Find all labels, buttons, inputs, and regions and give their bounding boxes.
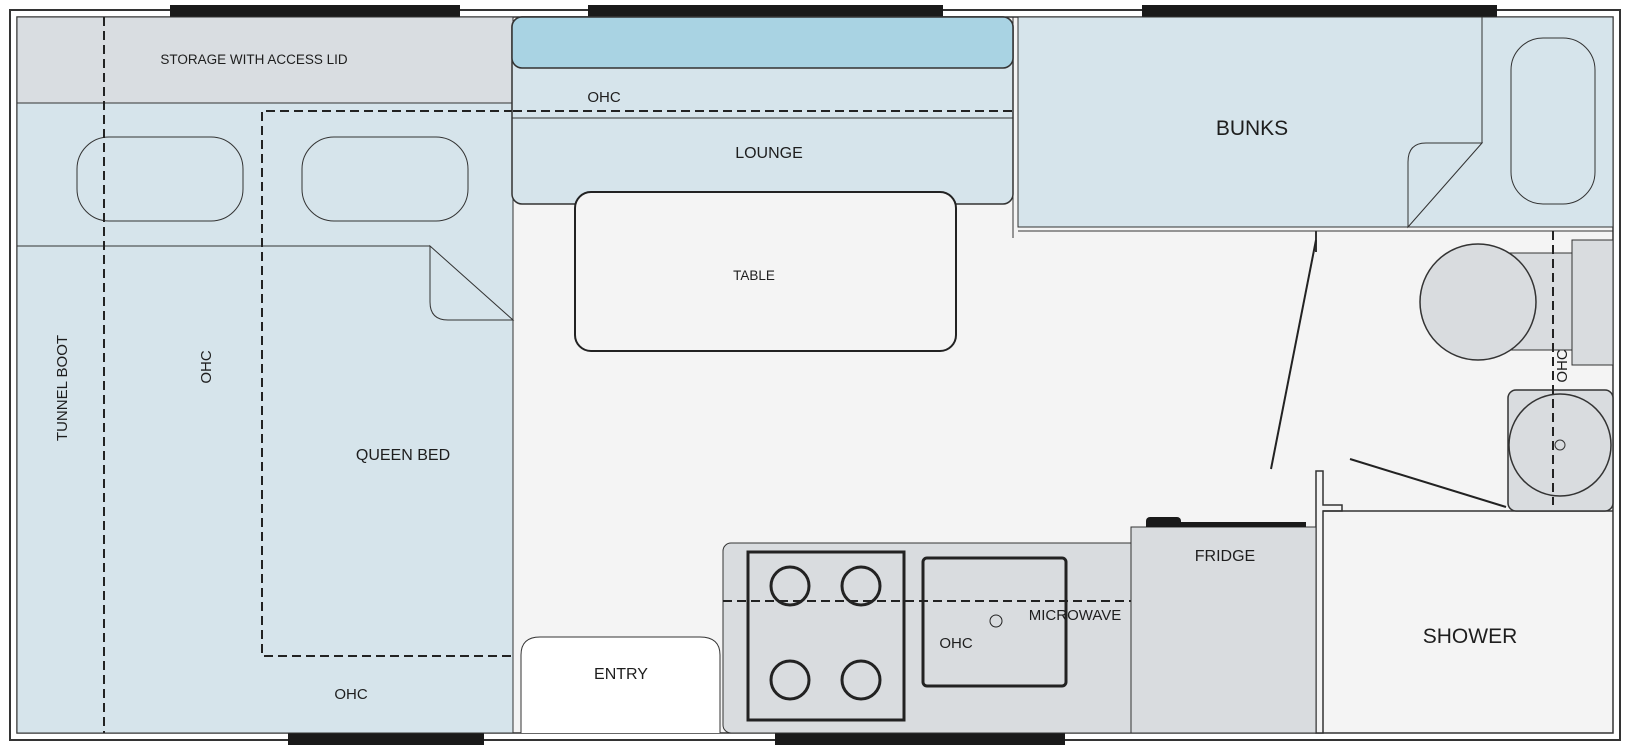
fridge-door-seal bbox=[1146, 522, 1306, 527]
burner bbox=[840, 659, 882, 701]
tunnel-boot-label: TUNNEL BOOT bbox=[54, 335, 71, 441]
fridge-label: FRIDGE bbox=[1195, 548, 1255, 565]
ohc-label: OHC bbox=[198, 350, 215, 384]
table bbox=[574, 191, 957, 352]
pillow bbox=[301, 136, 469, 222]
lounge-label: LOUNGE bbox=[735, 145, 803, 162]
toilet-cistern bbox=[1571, 239, 1614, 366]
entry-label: ENTRY bbox=[594, 666, 648, 683]
queen-bed-label: QUEEN BED bbox=[356, 447, 450, 464]
toilet-bowl bbox=[1419, 243, 1537, 361]
storage-label: STORAGE WITH ACCESS LID bbox=[160, 52, 348, 67]
microwave-label: MICROWAVE bbox=[1029, 607, 1122, 624]
burner bbox=[840, 565, 882, 607]
window bbox=[170, 5, 460, 18]
burner bbox=[769, 565, 811, 607]
table-label: TABLE bbox=[733, 268, 775, 283]
bed-corner-fold bbox=[429, 244, 515, 321]
burner bbox=[769, 659, 811, 701]
sink bbox=[921, 556, 1068, 688]
ohc-label: OHC bbox=[334, 686, 368, 703]
entry-door bbox=[520, 636, 721, 733]
cooktop bbox=[746, 550, 906, 722]
bathroom-door-swing bbox=[1270, 239, 1317, 470]
ohc-label: OHC bbox=[587, 89, 621, 106]
storage-area bbox=[16, 16, 514, 104]
ohc-label: OHC bbox=[1554, 349, 1571, 383]
pillow bbox=[76, 136, 244, 222]
pillow bbox=[1510, 37, 1596, 205]
ohc-dashed-outline bbox=[261, 110, 513, 657]
window bbox=[1142, 5, 1497, 18]
window bbox=[288, 732, 484, 745]
bunks-label: BUNKS bbox=[1216, 117, 1288, 140]
window bbox=[775, 732, 1065, 745]
fridge-handle bbox=[1146, 517, 1181, 526]
bunk-corner-fold bbox=[1407, 142, 1484, 229]
fridge bbox=[1130, 526, 1317, 734]
tap bbox=[1554, 439, 1566, 451]
ohc-label: OHC bbox=[939, 635, 973, 652]
sink-drain bbox=[989, 614, 1003, 628]
shower-door-swing bbox=[1349, 458, 1507, 508]
shower-label: SHOWER bbox=[1423, 625, 1518, 648]
lounge-backrest bbox=[511, 16, 1014, 69]
window bbox=[588, 5, 943, 18]
basin bbox=[1508, 393, 1612, 497]
